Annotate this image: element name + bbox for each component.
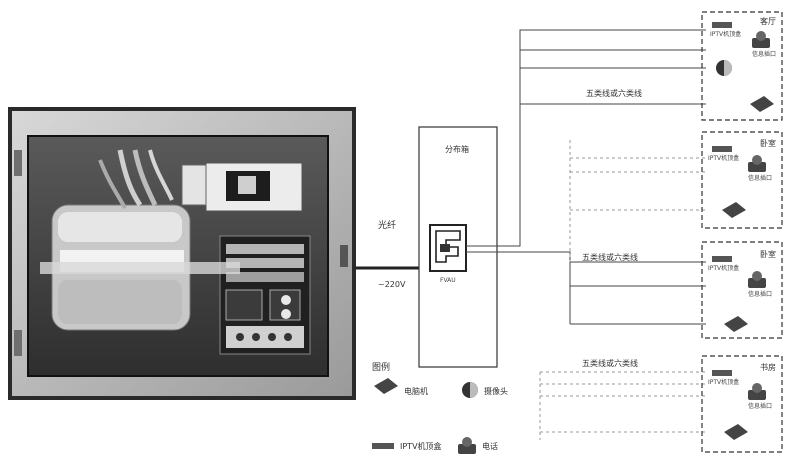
legend-computer-label: 电脑机 [404, 387, 428, 396]
phone-icon [752, 31, 770, 48]
room-4-name: 书房 [760, 363, 776, 372]
legend-computer-icon [374, 378, 398, 394]
room-1-box [701, 11, 783, 121]
legend-stb-label: IPTV机顶盒 [400, 442, 442, 451]
computer-icon [750, 96, 774, 112]
router-label: FVAU [440, 277, 456, 284]
cabinet-photo [8, 107, 356, 400]
phone-icon [748, 383, 766, 400]
stb-icon [712, 370, 732, 376]
branch-lines [466, 29, 706, 325]
room-4-tv-label: IPTV机顶盒 [708, 379, 740, 386]
dashed-branches [539, 140, 706, 440]
room-2-tv-label: IPTV机顶盒 [708, 155, 740, 162]
legend-phone-label: 电话 [482, 442, 498, 451]
stb-icon [712, 256, 732, 262]
camera-icon [716, 60, 732, 76]
room-3-box [701, 241, 783, 339]
room-1-outlet-label: 信息插口 [752, 51, 777, 58]
room-4-outlet-label: 信息插口 [748, 403, 773, 410]
stb-icon [712, 146, 732, 152]
room-4-devices [712, 370, 766, 440]
room-3-name: 卧室 [760, 250, 776, 259]
cable-label-3: 五类线或六类线 [582, 359, 638, 368]
legend-phone-icon [458, 437, 476, 454]
cable-label-2: 五类线或六类线 [582, 253, 638, 262]
room-2-box [701, 131, 783, 229]
voltage-label: ~220V [378, 280, 406, 289]
computer-icon [724, 316, 748, 332]
room-3-devices [712, 256, 766, 332]
room-2-name: 卧室 [760, 139, 776, 148]
room-2-devices [712, 146, 766, 218]
phone-icon [748, 155, 766, 172]
phone-icon [748, 271, 766, 288]
stb-icon [712, 22, 732, 28]
legend-stb-icon [372, 443, 394, 449]
room-4-box [701, 355, 783, 453]
cable-label-1: 五类线或六类线 [586, 89, 642, 98]
power-label: 光纤 [378, 221, 397, 231]
room-1-name: 客厅 [760, 17, 776, 26]
legend-camera-icon [462, 382, 478, 398]
legend-title: 图例 [372, 363, 391, 373]
room-1-devices [712, 22, 774, 112]
room-2-outlet-label: 信息插口 [748, 175, 773, 182]
legend-icons [372, 378, 478, 454]
room-1-tv-label: IPTV机顶盒 [710, 31, 742, 38]
distribution-box-title: 分布箱 [445, 145, 469, 154]
room-3-outlet-label: 信息插口 [748, 291, 773, 298]
router-icon [429, 224, 467, 272]
room-3-tv-label: IPTV机顶盒 [708, 265, 740, 272]
computer-icon [722, 202, 746, 218]
computer-icon [724, 424, 748, 440]
legend-camera-label: 摄像头 [484, 387, 508, 396]
